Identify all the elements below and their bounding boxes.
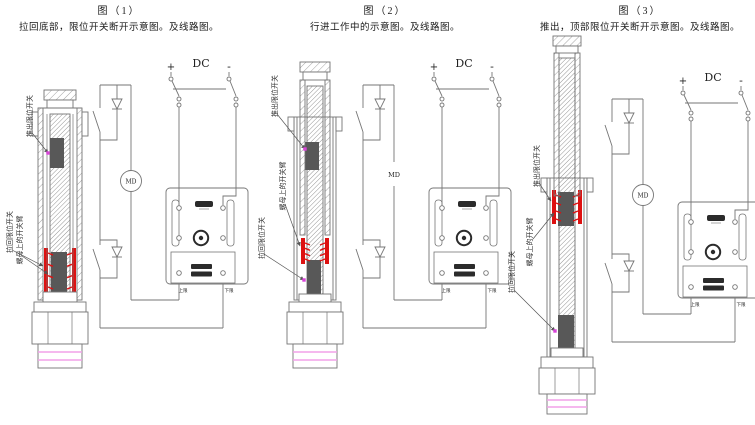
dc-plus-label: +: [679, 76, 687, 87]
dc-label: DC: [704, 71, 721, 84]
terminal-label-right: 下限: [488, 287, 497, 294]
dc-minus-label: -: [227, 60, 231, 73]
panel-3-subtitle: 推出，顶部限位开关断开示意图。及线路图。: [539, 23, 740, 33]
actuator-1: [31, 89, 89, 369]
label-push-out-limit-switch: 推出限位开关: [271, 75, 279, 117]
dc-minus-label: -: [739, 74, 743, 87]
panel-1-title: 图（1）: [97, 6, 141, 17]
actuator-2: [286, 61, 344, 369]
circuit-2: MD + DC - 上限 下限: [355, 57, 512, 329]
leader-target-dot: [553, 329, 557, 333]
circuit-3: MD + DC - 上限 下限: [604, 71, 755, 343]
panel-3-title: 图（3）: [618, 6, 662, 17]
label-pull-back-limit-switch: 拉回限位开关: [6, 211, 14, 253]
leader-lines-1: [11, 133, 50, 275]
panel-2-subtitle: 行进工作中的示意图。及线路图。: [309, 23, 460, 33]
panel-2-title: 图（2）: [363, 6, 407, 17]
terminal-label-left: 上限: [179, 287, 188, 294]
label-pull-back-limit-switch: 拉回限位开关: [258, 217, 266, 259]
dc-label: DC: [455, 57, 472, 70]
label-push-out-limit-switch: 推出限位开关: [533, 145, 541, 187]
label-pull-back-limit-switch: 拉回限位开关: [508, 251, 516, 293]
label-nut-switch-arm: 螺母上的开关臂: [526, 217, 534, 267]
panel-3-title-block: 图（3） 推出，顶部限位开关断开示意图。及线路图。: [524, 2, 755, 33]
dc-plus-label: +: [167, 62, 175, 73]
panel-1-title-block: 图（1） 拉回底部，限位开关断开示意图。及线路图。: [3, 2, 235, 33]
leader-target-dot: [302, 278, 306, 282]
dc-minus-label: -: [490, 60, 494, 73]
panel-2-title-block: 图（2） 行进工作中的示意图。及线路图。: [269, 2, 501, 33]
label-push-out-limit-switch: 推出限位开关: [26, 95, 34, 137]
motor-md-symbol: MD: [388, 171, 400, 179]
motor-md-symbol: MD: [638, 193, 649, 200]
leader-lines-3: [513, 182, 557, 333]
label-nut-switch-arm: 螺母上的开关臂: [16, 215, 24, 265]
leader-lines-2: [263, 113, 307, 282]
actuator-3: [538, 35, 596, 415]
label-nut-switch-arm: 螺母上的开关臂: [279, 161, 287, 211]
terminal-label-left: 上限: [691, 301, 700, 308]
terminal-label-right: 下限: [737, 301, 746, 308]
circuit-1: MD + DC - 上限 下限: [92, 57, 249, 329]
motor-md-symbol: MD: [126, 179, 137, 186]
panel-1-subtitle: 拉回底部，限位开关断开示意图。及线路图。: [18, 23, 219, 33]
leader-target-dot: [46, 151, 50, 155]
terminal-label-right: 下限: [225, 287, 234, 294]
dc-label: DC: [192, 57, 209, 70]
terminal-label-left: 上限: [442, 287, 451, 294]
leader-target-dot: [303, 147, 307, 151]
dc-plus-label: +: [430, 62, 438, 73]
